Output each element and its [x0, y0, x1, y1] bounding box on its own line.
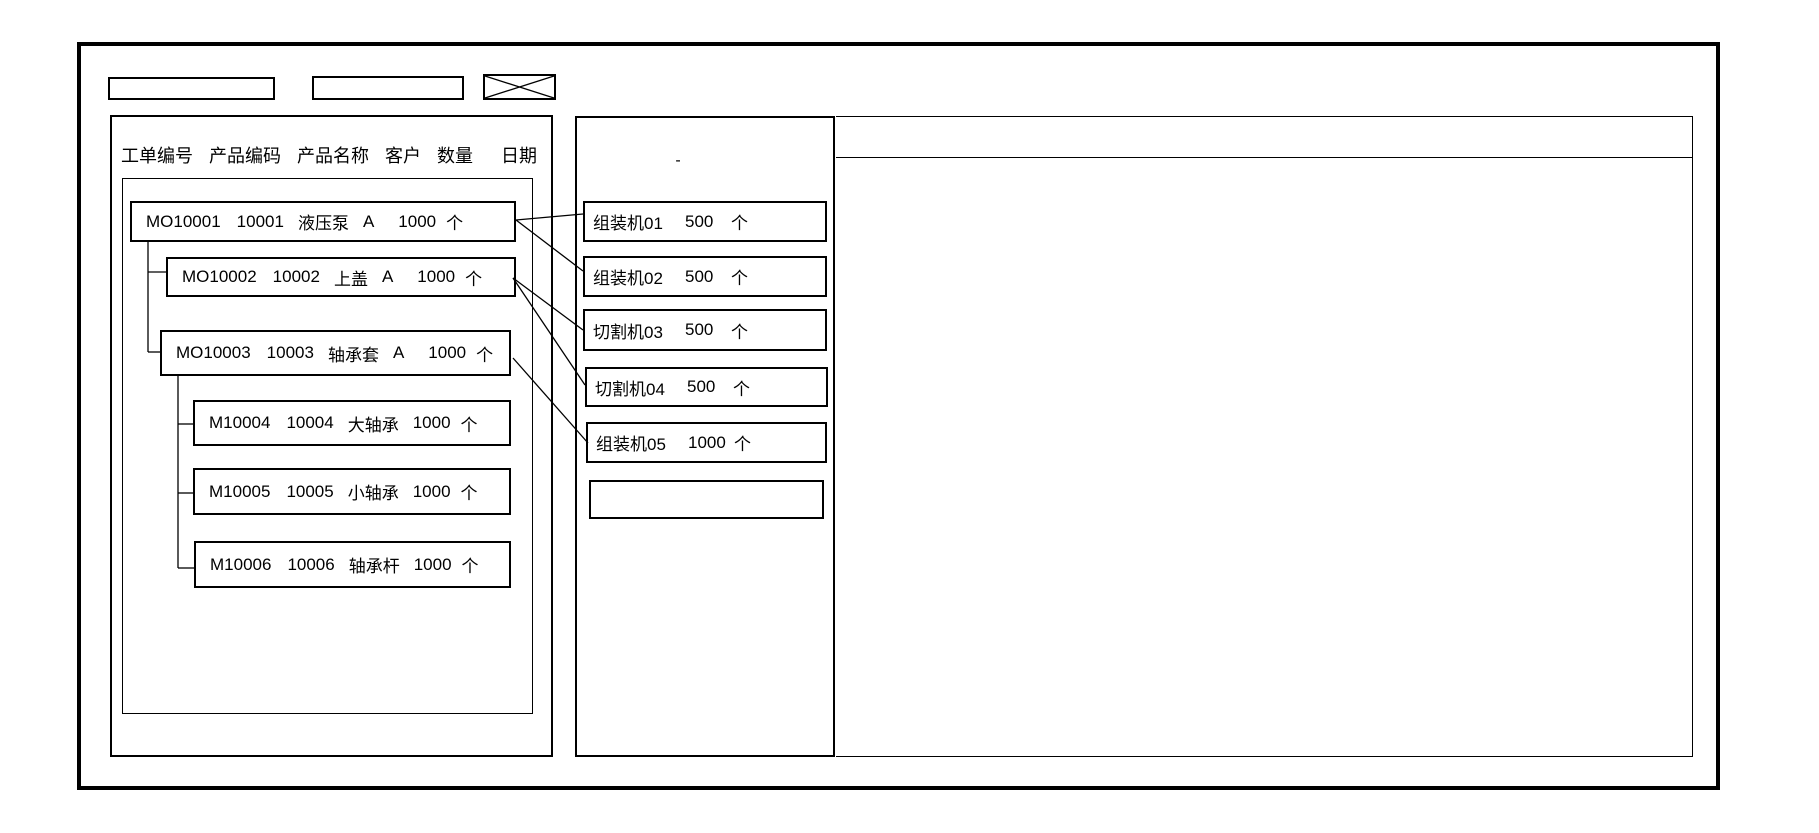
toolbar-field-2[interactable] [312, 76, 464, 100]
unit: 个 [734, 435, 751, 454]
product-code: 10004 [286, 413, 334, 432]
unit: 个 [460, 484, 478, 503]
product-name: 上盖 [333, 269, 368, 289]
machine-name: 组装机01 [593, 214, 663, 233]
unit: 个 [460, 415, 478, 435]
product-code: 10003 [266, 343, 314, 362]
column-header-product-code: 产品编码 [209, 146, 281, 166]
column-header-order-no: 工单编号 [121, 146, 193, 166]
quantity: 1000 [412, 413, 451, 432]
stray-dot: - [675, 152, 681, 169]
machine-qty: 500 [685, 211, 714, 231]
toolbar-field-1[interactable] [108, 77, 275, 100]
order-no: M10005 [209, 481, 271, 501]
product-code: 10002 [272, 267, 320, 286]
unit: 个 [733, 379, 750, 399]
unit: 个 [731, 322, 748, 342]
unit: 个 [476, 345, 494, 365]
unit: 个 [465, 269, 483, 289]
order-node-m10006[interactable]: M10006 10006 轴承杆 1000 个 [194, 541, 511, 588]
machine-name: 切割机03 [593, 322, 663, 342]
machine-box-04[interactable]: 切割机04 500 个 [585, 367, 828, 407]
machine-qty: 1000 [688, 432, 726, 452]
customer: A [392, 343, 405, 362]
product-code: 10005 [286, 481, 334, 501]
machine-qty: 500 [685, 320, 714, 339]
machine-name: 切割机04 [595, 379, 665, 399]
product-name: 液压泵 [297, 214, 349, 233]
product-name: 轴承套 [327, 345, 379, 365]
product-name: 大轴承 [347, 415, 399, 435]
unit: 个 [731, 269, 748, 288]
unit: 个 [446, 214, 464, 233]
order-node-mo10003[interactable]: MO10003 10003 轴承套 A 1000 个 [160, 330, 511, 376]
order-no: MO10001 [146, 211, 221, 231]
unit: 个 [731, 214, 748, 233]
detail-panel-header-line [836, 157, 1693, 158]
machine-qty: 500 [687, 377, 716, 396]
column-header-customer: 客户 [385, 146, 421, 166]
quantity: 1000 [398, 211, 437, 231]
column-header-date: 日期 [501, 146, 537, 166]
column-header-qty: 数量 [437, 146, 473, 166]
order-node-m10004[interactable]: M10004 10004 大轴承 1000 个 [193, 400, 511, 446]
unit: 个 [461, 557, 479, 576]
x-box-icon[interactable] [483, 74, 556, 100]
machine-box-empty[interactable] [589, 480, 824, 519]
machine-name: 组装机02 [593, 269, 663, 288]
quantity: 1000 [428, 343, 467, 362]
orders-table-header: 工单编号产品编码产品名称客户数量 日期 [121, 142, 551, 166]
order-node-mo10002[interactable]: MO10002 10002 上盖 A 1000 个 [166, 257, 516, 297]
product-code: 10001 [236, 211, 284, 231]
detail-panel [836, 116, 1693, 757]
product-name: 小轴承 [347, 484, 399, 503]
machine-box-02[interactable]: 组装机02 500 个 [583, 256, 827, 297]
machine-box-03[interactable]: 切割机03 500 个 [583, 309, 827, 351]
order-node-mo10001[interactable]: MO10001 10001 液压泵 A 1000 个 [130, 201, 516, 242]
quantity: 1000 [417, 267, 456, 286]
product-name: 轴承杆 [348, 557, 400, 576]
machine-qty: 500 [685, 266, 714, 286]
column-header-product-name: 产品名称 [297, 146, 369, 166]
order-no: M10006 [210, 554, 272, 574]
quantity: 1000 [413, 554, 452, 574]
machine-box-05[interactable]: 组装机05 1000 个 [586, 422, 827, 463]
product-code: 10006 [287, 554, 335, 574]
order-no: M10004 [209, 413, 271, 432]
order-no: MO10002 [182, 267, 257, 286]
quantity: 1000 [412, 481, 451, 501]
customer: A [381, 267, 394, 286]
machine-name: 组装机05 [596, 435, 666, 454]
customer: A [362, 211, 375, 231]
machine-box-01[interactable]: 组装机01 500 个 [583, 201, 827, 242]
order-no: MO10003 [176, 343, 251, 362]
order-node-m10005[interactable]: M10005 10005 小轴承 1000 个 [193, 468, 511, 515]
